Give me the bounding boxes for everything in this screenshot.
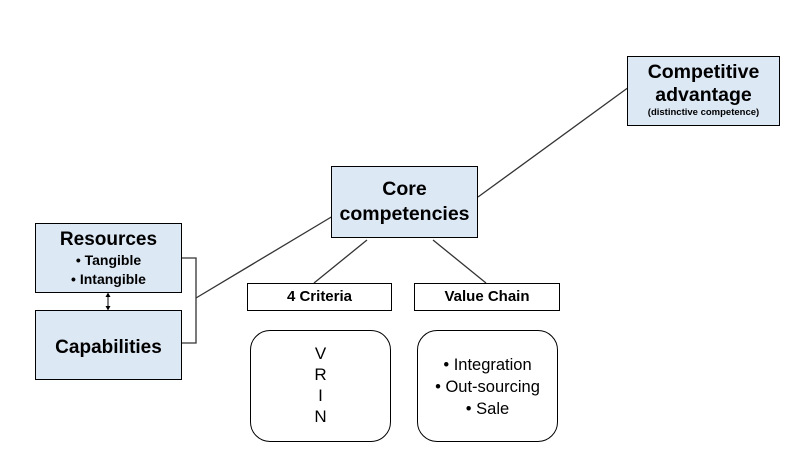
vrin-box: V R I N (250, 330, 391, 442)
core-title-line2: competencies (339, 203, 470, 225)
core-title-line1: Core (382, 178, 427, 200)
vrin-list: V R I N (251, 343, 390, 427)
vrin-letter-n: N (314, 407, 327, 426)
vrin-letter-i: I (318, 386, 323, 405)
vrin-letter-r: R (314, 365, 327, 384)
competitive-title-line2: advantage (655, 84, 752, 106)
resources-title: Resources (59, 229, 158, 250)
value-chain-item-integration: • Integration (443, 356, 532, 374)
line-bracket-to-core (195, 215, 334, 299)
resources-item-intangible: • Intangible (71, 271, 146, 287)
value-chain-items-list: • Integration • Out-sourcing • Sale (418, 354, 557, 420)
bracket-resources-capabilities (182, 257, 197, 344)
line-core-to-value-chain (432, 239, 487, 284)
line-core-to-criteria (313, 239, 368, 284)
value-chain-items-box: • Integration • Out-sourcing • Sale (417, 330, 558, 442)
capabilities-box: Capabilities (35, 310, 182, 380)
competitive-title-line1: Competitive (647, 61, 760, 83)
criteria-label: 4 Criteria (286, 288, 353, 305)
value-chain-item-sale: • Sale (465, 400, 510, 418)
competitive-advantage-box: Competitive advantage (distinctive compe… (627, 56, 780, 126)
value-chain-item-out-sourcing: • Out-sourcing (435, 378, 540, 396)
resources-box: Resources • Tangible • Intangible (35, 223, 182, 293)
value-chain-label: Value Chain (444, 288, 530, 305)
line-core-to-competitive (477, 86, 630, 198)
core-competencies-box: Core competencies (331, 166, 478, 238)
vrin-letter-v: V (314, 344, 327, 363)
double-arrow-icon (105, 292, 111, 311)
capabilities-title: Capabilities (55, 337, 162, 358)
criteria-box: 4 Criteria (247, 283, 392, 311)
resources-item-tangible: • Tangible (75, 252, 142, 268)
value-chain-box: Value Chain (414, 283, 560, 311)
competitive-subtitle: (distinctive competence) (647, 107, 760, 118)
